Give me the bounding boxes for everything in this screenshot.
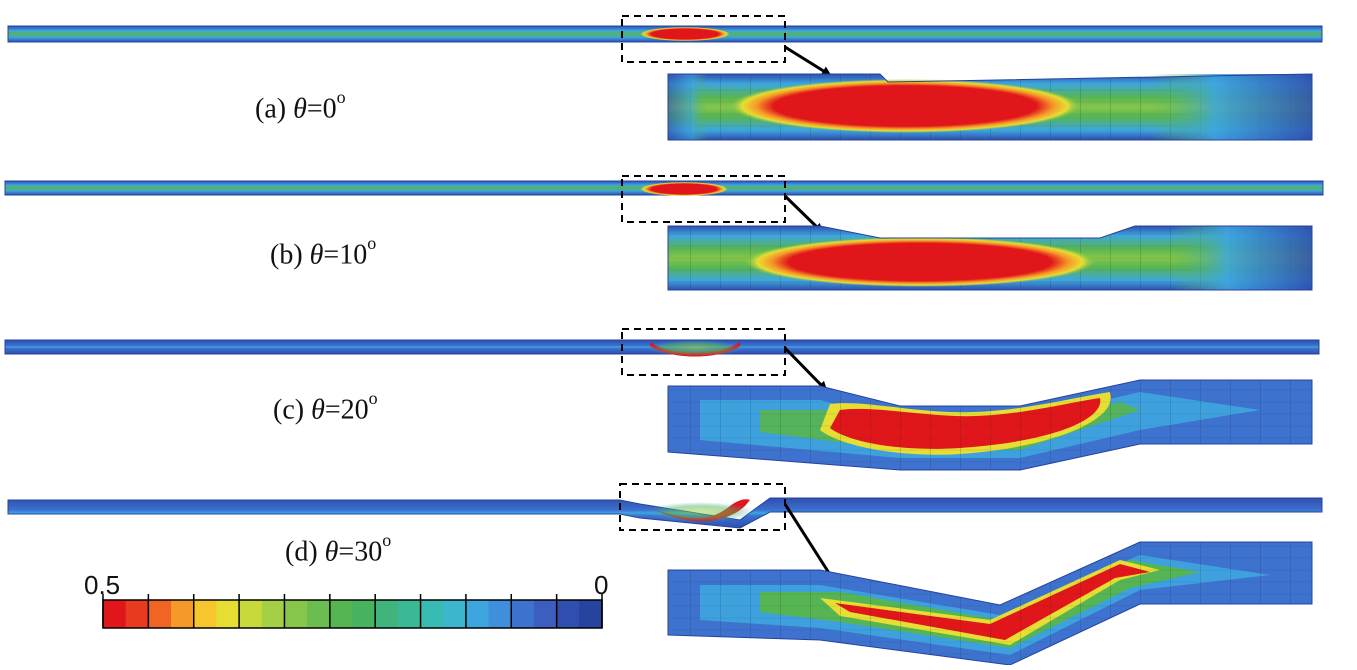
panel-d-strip [7,497,1323,529]
colorbar-segment [329,600,354,628]
panel-a-label: (a) θ=0o [255,87,346,125]
colorbar-segment [443,600,467,628]
colorbar-segment [284,600,308,628]
colorbar-segment [261,600,286,628]
panel-d-arrow [783,503,838,586]
panel-c-label: (c) θ=20o [273,388,378,426]
panel-c-arrow [783,346,828,392]
panel-d-zoom-view [667,541,1313,666]
panel-a-arrow [784,45,832,77]
colorbar-segment [239,600,263,628]
colorbar-segment [375,600,399,628]
colorbar-segment [579,600,603,628]
panel-a-strip [7,25,1323,43]
colorbar-segment [103,600,127,628]
colorbar-segment [171,600,195,628]
colorbar-segment [307,600,331,628]
colorbar-segment [488,600,512,628]
colorbar-segment [216,600,240,628]
colorbar-frame [102,599,603,629]
colorbar-min-label: 0 [594,570,609,600]
colorbar-segment [465,600,490,628]
panel-b-strip [4,180,1324,196]
colorbar-max-label: 0.5 [84,570,121,600]
panel-a-zoom-view [667,73,1313,141]
colorbar-segment [533,600,558,628]
panel-c-zoom-box [621,328,786,376]
panel-b-zoom-view [667,225,1313,291]
colorbar-segment [420,600,444,628]
panel-a-zoom-box [621,15,786,63]
colorbar-segment [148,600,172,628]
panel-d-label: (d) θ=30o [285,530,392,568]
colorbar [102,594,603,629]
colorbar-segment [125,600,149,628]
panel-b-label: (b) θ=10o [270,233,377,271]
colorbar-segment [511,600,535,628]
colorbar-segment [193,600,218,628]
colorbar-segment [352,600,376,628]
colorbar-segment [556,600,580,628]
colorbar-segment [397,600,422,628]
panel-d-zoom-box [619,483,786,531]
panel-c-zoom-view [667,379,1313,471]
panel-b-zoom-box [621,175,786,223]
panel-c-strip [4,339,1320,357]
